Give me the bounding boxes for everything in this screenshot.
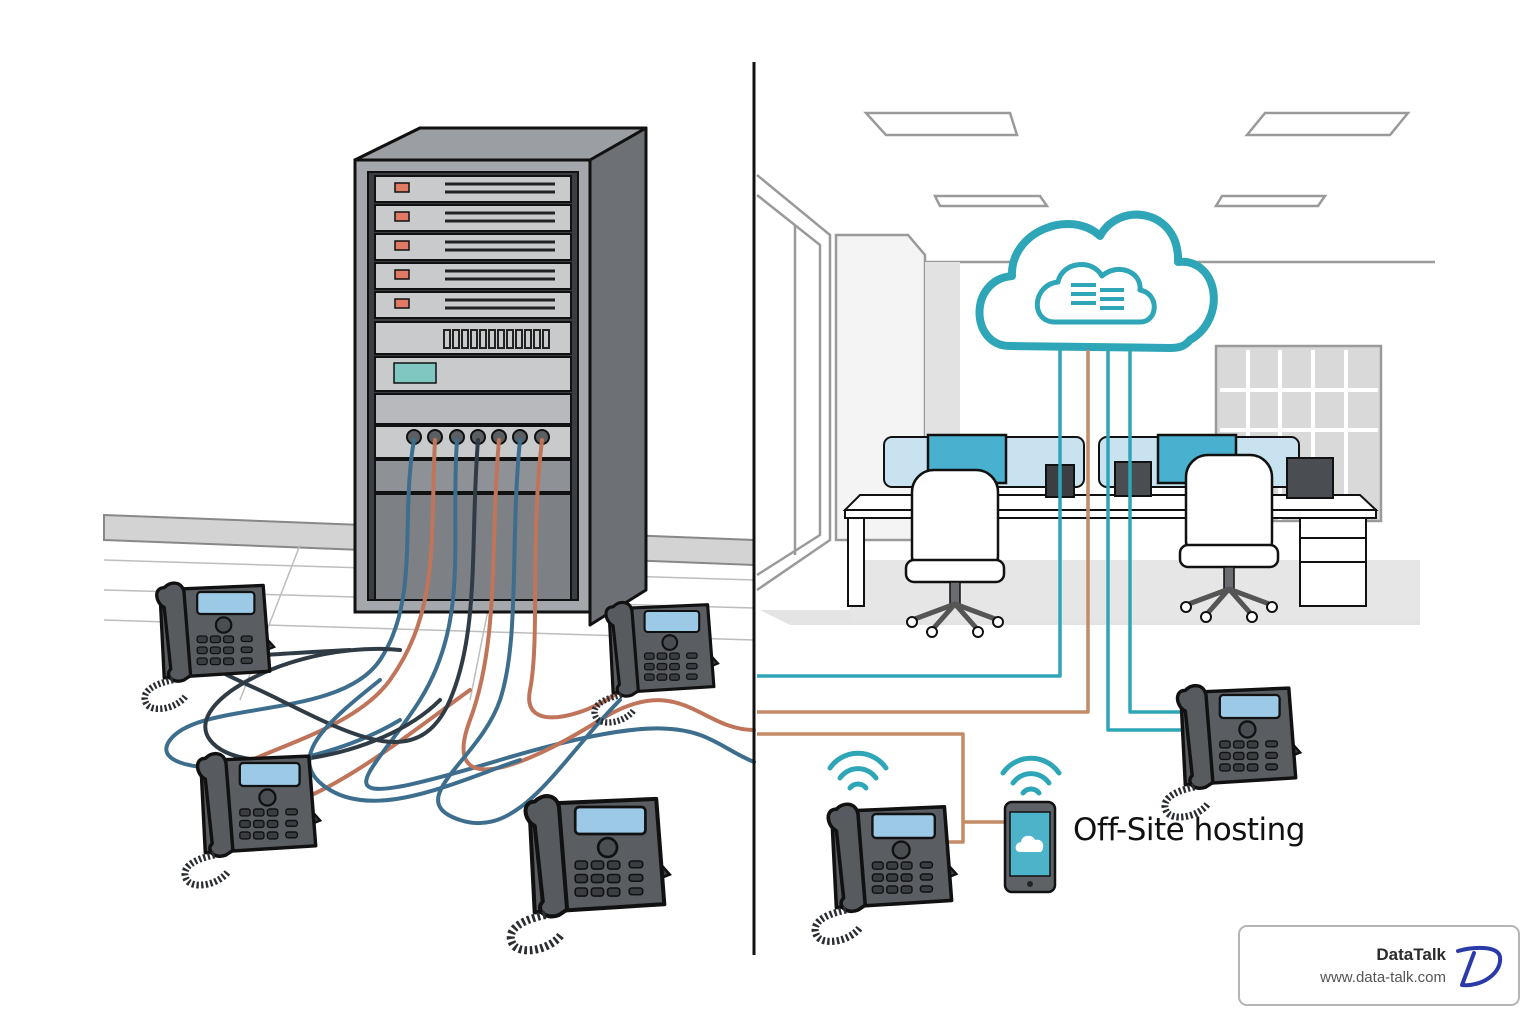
server-rack — [164, 126, 756, 826]
cloud-connection-lines — [757, 350, 1198, 844]
off-site-hosting-caption: Off-Site hosting — [1073, 812, 1305, 848]
wifi-icon — [830, 753, 886, 788]
desk-phone — [511, 796, 670, 950]
smartphone-cloud-icon — [1015, 835, 1044, 852]
brand-url: www.data-talk.com — [1320, 969, 1446, 986]
cloud-icon — [975, 210, 1218, 352]
cloud-desk-phone — [1165, 686, 1300, 817]
desk-phone — [185, 754, 320, 885]
smartphone — [1003, 800, 1057, 894]
patch-ports — [406, 429, 550, 445]
brand-name: DataTalk — [1376, 945, 1446, 964]
wifi-icon — [1003, 758, 1059, 793]
branding-badge: DataTalk www.data-talk.com — [1238, 925, 1520, 1006]
datatalk-logo-icon — [1456, 945, 1503, 988]
cloud-desk-phone — [815, 804, 956, 941]
rack-indicator-leds — [393, 182, 437, 384]
